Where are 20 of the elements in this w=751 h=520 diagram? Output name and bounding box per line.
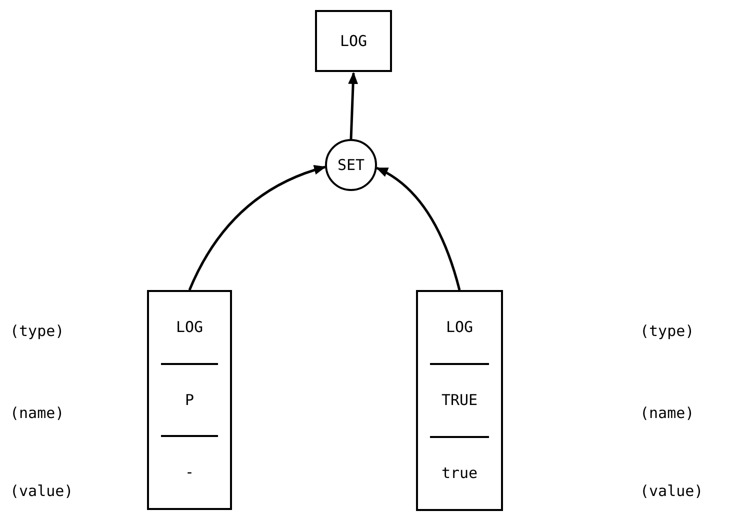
record-box [416,290,503,511]
field-label: (value) [640,481,704,502]
node-label: SET [337,154,365,176]
field-label: (value) [10,481,74,502]
arrow [188,165,326,291]
record-box [147,290,232,510]
field-value: - [184,462,194,484]
type-box [315,10,392,72]
arrow [376,166,461,290]
arrow [348,72,358,140]
field-value: LOG [446,317,474,338]
node-label: LOG [340,30,368,52]
field-label: (type) [10,321,64,342]
field-label: (name) [640,403,694,424]
field-value: TRUE [441,390,478,412]
field-value: LOG [176,317,204,338]
field-label: (name) [10,403,64,424]
field-value: P [184,390,194,411]
field-label: (type) [640,321,694,342]
field-value: true [441,463,478,484]
